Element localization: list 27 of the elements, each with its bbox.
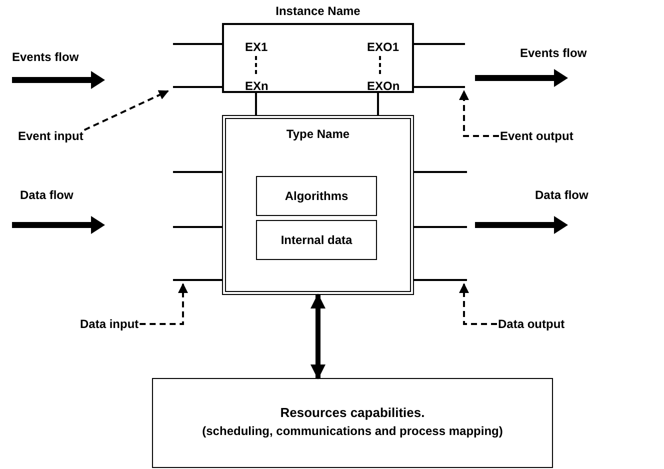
callout-text: Event output: [500, 128, 574, 144]
flow-label: Events flow: [520, 46, 587, 60]
flow-label: Data flow: [20, 188, 74, 202]
event-pin-label: EXn: [245, 79, 268, 93]
callout-text: Data output: [498, 316, 565, 332]
inner-box: Internal data: [256, 220, 377, 260]
connector-line: [255, 93, 257, 115]
flow-label: Data flow: [535, 188, 588, 202]
box-title: Resources capabilities.: [279, 406, 426, 420]
event-pin-label: EXOn: [367, 79, 400, 93]
resources-box: [152, 378, 553, 468]
inner-box: Algorithms: [256, 176, 377, 216]
box-description: (scheduling, communications and process mapping): [201, 424, 504, 438]
event-pin-label: EX1: [245, 40, 268, 54]
leader-line: [459, 283, 497, 325]
connector-line: [377, 93, 379, 115]
leader-line: [84, 90, 169, 131]
event-pin-label: EXO1: [367, 40, 400, 54]
flow-label: Events flow: [12, 50, 79, 64]
callout-text: Data input: [80, 316, 139, 332]
arrow: [310, 294, 326, 380]
leader-line: [140, 283, 188, 325]
callout-text: Event input: [18, 128, 84, 144]
block-heading: Instance Name: [274, 4, 362, 18]
leader-line: [459, 90, 499, 137]
function-block-body: [222, 115, 414, 295]
type-name: Type Name: [285, 127, 351, 141]
